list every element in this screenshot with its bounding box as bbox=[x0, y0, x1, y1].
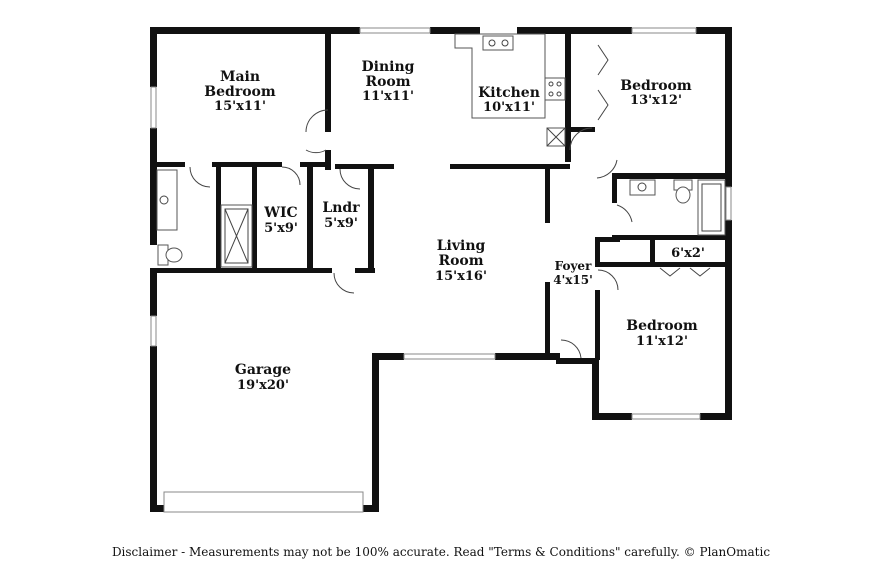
kitchen-dims: 10'x11' bbox=[483, 100, 535, 115]
living-room-name-2: Room bbox=[438, 253, 483, 269]
bedroom-ne-name: Bedroom bbox=[620, 78, 692, 94]
fixtures bbox=[156, 33, 726, 268]
room-main-bedroom: Main Bedroom 15'x11' bbox=[204, 69, 276, 114]
dining-room-dims: 11'x11' bbox=[362, 89, 414, 104]
foyer-name: Foyer bbox=[555, 259, 592, 273]
laundry-name: Lndr bbox=[322, 200, 360, 216]
room-laundry: Lndr 5'x9' bbox=[322, 200, 360, 231]
foyer-dims: 4'x15' bbox=[553, 273, 593, 287]
room-living-room: Living Room 15'x16' bbox=[435, 238, 487, 284]
main-bedroom-name-1: Main bbox=[220, 69, 260, 85]
room-wic: WIC 5'x9' bbox=[263, 205, 298, 236]
bedroom-se-dims: 11'x12' bbox=[636, 334, 688, 349]
windows bbox=[150, 27, 732, 513]
room-closet: 6'x2' bbox=[671, 246, 705, 261]
doors bbox=[189, 44, 711, 359]
bedroom-ne-dims: 13'x12' bbox=[630, 93, 682, 108]
living-room-dims: 15'x16' bbox=[435, 269, 487, 284]
dining-room-name-1: Dining bbox=[362, 59, 415, 75]
disclaimer-text: Disclaimer - Measurements may not be 100… bbox=[111, 545, 771, 559]
dining-room-name-2: Room bbox=[365, 74, 410, 90]
interior-walls bbox=[150, 27, 732, 360]
room-kitchen: Kitchen 10'x11' bbox=[478, 85, 540, 115]
room-foyer: Foyer 4'x15' bbox=[553, 259, 593, 287]
room-dining-room: Dining Room 11'x11' bbox=[362, 59, 415, 104]
room-bedroom-se: Bedroom 11'x12' bbox=[626, 318, 698, 349]
wic-name: WIC bbox=[263, 205, 297, 221]
closet-dims: 6'x2' bbox=[671, 246, 705, 261]
living-room-name-1: Living bbox=[437, 238, 486, 254]
laundry-dims: 5'x9' bbox=[324, 216, 358, 231]
kitchen-name: Kitchen bbox=[478, 85, 540, 101]
garage-dims: 19'x20' bbox=[237, 378, 289, 393]
room-bedroom-ne: Bedroom 13'x12' bbox=[620, 78, 692, 108]
exterior-walls bbox=[150, 27, 732, 512]
bedroom-se-name: Bedroom bbox=[626, 318, 698, 334]
wic-dims: 5'x9' bbox=[264, 221, 298, 236]
floor-plan: Main Bedroom 15'x11' Dining Room 11'x11'… bbox=[150, 27, 732, 513]
garage-name: Garage bbox=[235, 362, 291, 378]
room-garage: Garage 19'x20' bbox=[235, 362, 291, 393]
main-bedroom-name-2: Bedroom bbox=[204, 84, 276, 100]
main-bedroom-dims: 15'x11' bbox=[214, 99, 266, 114]
